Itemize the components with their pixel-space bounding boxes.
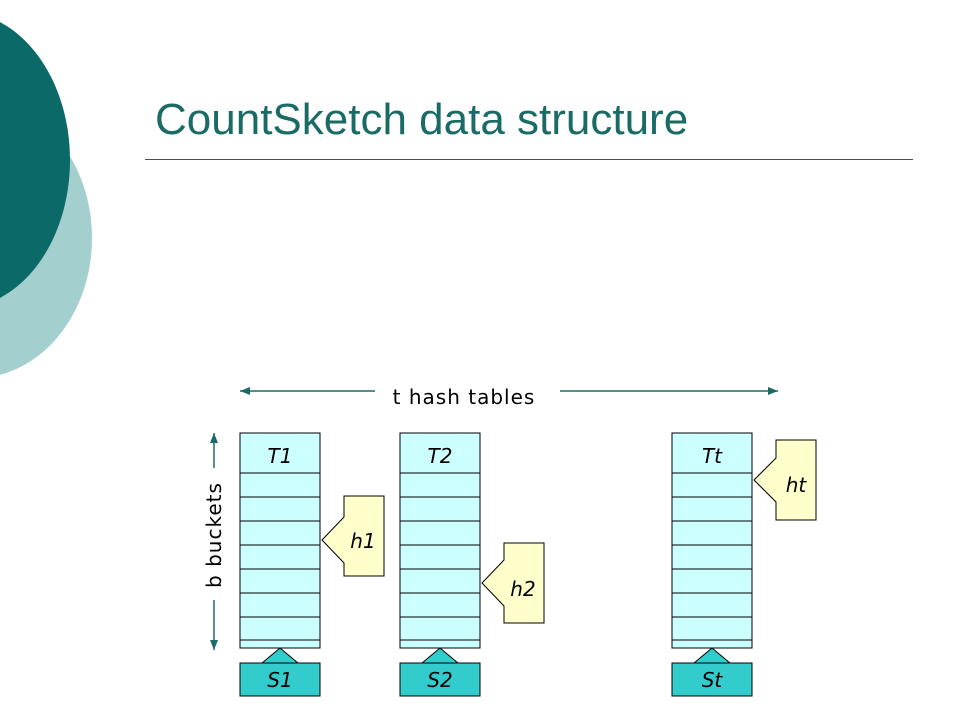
ht-label: ht [786, 473, 808, 497]
hash-tables-span: t hash tables [240, 385, 778, 409]
slide-title: CountSketch data structure [155, 95, 689, 144]
hash-tables-arrowhead-left [240, 387, 250, 395]
table-2-name: T2 [428, 444, 453, 468]
s1-label: S1 [267, 668, 292, 692]
s2-up-arrow [420, 647, 460, 664]
buckets-arrowhead-top [210, 433, 218, 443]
table-2-cells [399, 432, 481, 649]
hash-tables-arrowhead-right [768, 387, 778, 395]
s1-box [239, 662, 321, 697]
table-1-name: T1 [268, 444, 293, 468]
ht-callout [753, 439, 817, 521]
table-t-name: Tt [702, 444, 723, 468]
s1-up-arrow [260, 647, 300, 664]
st-box [671, 662, 753, 697]
hash-table-2: T2 [399, 432, 481, 649]
h1-callout [321, 495, 385, 577]
sketch-input-st: St [671, 647, 753, 697]
h2-label: h2 [510, 577, 535, 601]
sketch-input-s2: S2 [399, 647, 481, 697]
hash-function-h2: h2 [481, 542, 545, 624]
buckets-span: b buckets [202, 433, 226, 650]
hash-table-t: Tt [671, 432, 753, 649]
st-up-arrow [692, 647, 732, 664]
decor-dark-circle [0, 22, 70, 298]
hash-function-h1: h1 [321, 495, 385, 577]
title-divider [145, 159, 913, 160]
h2-callout [481, 542, 545, 624]
table-t-cells [671, 432, 753, 649]
h1-label: h1 [350, 529, 375, 553]
hash-tables-label: t hash tables [393, 385, 536, 409]
st-label: St [702, 668, 724, 692]
slide-decoration [0, 22, 92, 375]
s2-label: S2 [427, 668, 452, 692]
buckets-label: b buckets [202, 482, 226, 588]
sketch-input-s1: S1 [239, 647, 321, 697]
table-1-cells [239, 432, 321, 649]
buckets-arrowhead-bottom [210, 640, 218, 650]
s2-box [399, 662, 481, 697]
hash-function-ht: ht [753, 439, 817, 521]
hash-table-1: T1 [239, 432, 321, 649]
